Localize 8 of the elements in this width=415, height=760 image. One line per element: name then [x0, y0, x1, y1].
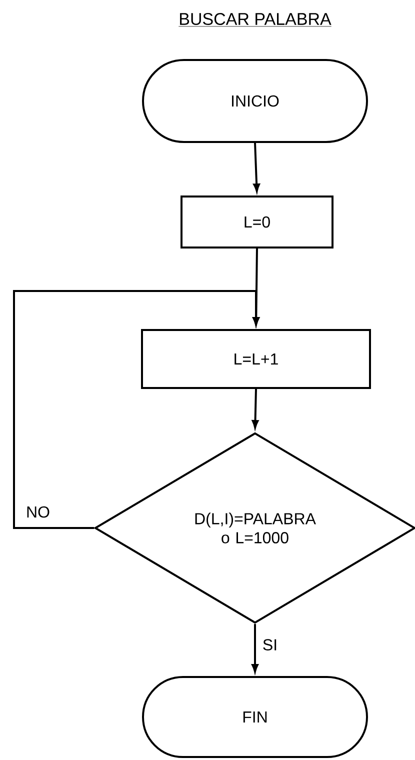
- process-box: L=L+1: [141, 329, 371, 389]
- arrow: [13, 290, 260, 529]
- edge-label: SI: [261, 638, 279, 652]
- edge-label: NO: [25, 505, 51, 519]
- terminal-box: INICIO: [142, 59, 368, 143]
- terminal-box: FIN: [142, 676, 368, 758]
- process-box: L=0: [180, 196, 334, 248]
- title: BUSCAR PALABRA: [178, 12, 332, 27]
